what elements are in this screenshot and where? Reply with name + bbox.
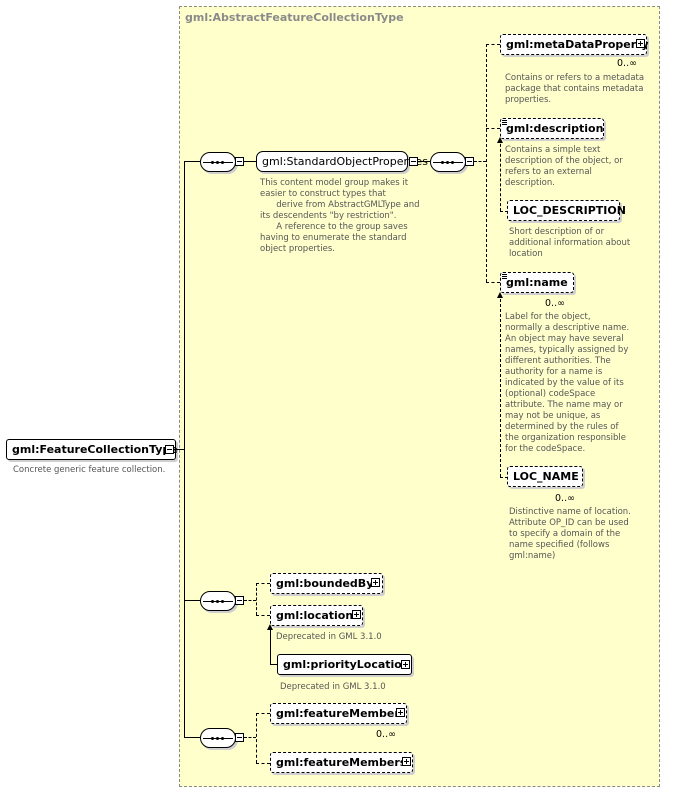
sequence-compositor-icon[interactable] [200,152,236,172]
standard-object-properties-doc: This content model group makes it easier… [260,178,420,254]
name-label: gml:name [506,276,568,289]
plus-expand-icon[interactable] [352,610,361,619]
connector [184,161,200,162]
priority-location-element[interactable]: gml:priorityLocation [277,654,412,675]
connector [184,161,185,737]
connector [500,211,508,212]
name-cardinality: 0..∞ [545,298,565,309]
connector [184,737,200,738]
feature-member-cardinality: 0..∞ [376,729,396,740]
connector [270,664,278,665]
loc-description-element[interactable]: LOC_DESCRIPTION [507,200,626,221]
connector [486,44,487,282]
metadata-property-element[interactable]: gml:metaDataProperty [500,34,649,55]
root-element-label: gml:FeatureCollectionType [12,443,178,456]
bounded-by-element[interactable]: gml:boundedBy [270,573,383,594]
minus-collapse-icon[interactable] [235,157,244,166]
loc-name-element[interactable]: LOC_NAME [507,466,583,487]
root-doc: Concrete generic feature collection. [13,465,166,475]
loc-name-doc: Distinctive name of location. Attribute … [509,507,631,561]
loc-description-doc: Short description of or additional infor… [509,227,631,259]
plus-expand-icon[interactable] [401,660,410,669]
feature-members-label: gml:featureMembers [276,756,407,769]
bounded-by-label: gml:boundedBy [276,577,374,590]
connector [486,282,500,283]
description-label: gml:description [506,122,604,135]
connector [500,294,501,477]
plus-expand-icon[interactable] [402,757,411,766]
location-element[interactable]: gml:location [270,605,363,626]
connector [244,600,256,601]
standard-object-properties-group[interactable]: gml:StandardObjectProperties [256,151,428,172]
loc-name-cardinality: 0..∞ [555,493,575,504]
connector [500,139,501,211]
substitution-group-icon [502,274,507,279]
connector [256,763,270,764]
location-doc: Deprecated in GML 3.1.0 [276,632,382,642]
substitution-arrow-icon [497,292,503,298]
priority-location-doc: Deprecated in GML 3.1.0 [280,682,386,692]
connector [244,161,256,162]
connector [486,128,500,129]
minus-collapse-icon[interactable] [235,596,244,605]
root-collapse-icon[interactable] [165,445,174,454]
metadata-doc: Contains or refers to a metadata package… [505,73,645,105]
description-doc: Contains a simple text description of th… [505,145,623,188]
connector [256,713,257,763]
standard-object-properties-label: gml:StandardObjectProperties [262,155,428,168]
connector [174,449,184,450]
metadata-cardinality: 0..∞ [617,58,637,69]
connector [256,583,257,615]
connector [256,713,270,714]
description-element[interactable]: gml:description [500,118,604,139]
connector [256,615,270,616]
root-element[interactable]: gml:FeatureCollectionType [6,439,178,460]
sequence-compositor-icon[interactable] [430,152,466,172]
plus-expand-icon[interactable] [371,578,380,587]
feature-members-element[interactable]: gml:featureMembers [270,752,413,773]
connector [244,737,256,738]
name-doc: Label for the object, normally a descrip… [505,312,630,454]
connector [418,161,430,162]
minus-collapse-icon[interactable] [409,157,418,166]
metadata-property-label: gml:metaDataProperty [506,38,649,51]
minus-collapse-icon[interactable] [235,733,244,742]
substitution-arrow-icon [267,624,273,630]
connector [270,626,271,664]
loc-description-label: LOC_DESCRIPTION [513,204,626,217]
priority-location-label: gml:priorityLocation [283,658,410,671]
feature-member-element[interactable]: gml:featureMember [270,703,407,724]
feature-member-label: gml:featureMember [276,707,400,720]
sequence-compositor-icon[interactable] [200,728,236,748]
name-element[interactable]: gml:name [500,272,574,293]
location-label: gml:location [276,609,354,622]
group-title: gml:AbstractFeatureCollectionType [185,11,404,24]
sequence-compositor-icon[interactable] [200,591,236,611]
loc-name-label: LOC_NAME [513,470,579,483]
plus-expand-icon[interactable] [636,39,645,48]
connector [256,583,270,584]
plus-expand-icon[interactable] [396,708,405,717]
connector [184,600,200,601]
connector [486,44,500,45]
substitution-arrow-icon [497,137,503,143]
connector [474,161,486,162]
substitution-group-icon [502,120,507,125]
connector [500,477,508,478]
minus-collapse-icon[interactable] [465,157,474,166]
